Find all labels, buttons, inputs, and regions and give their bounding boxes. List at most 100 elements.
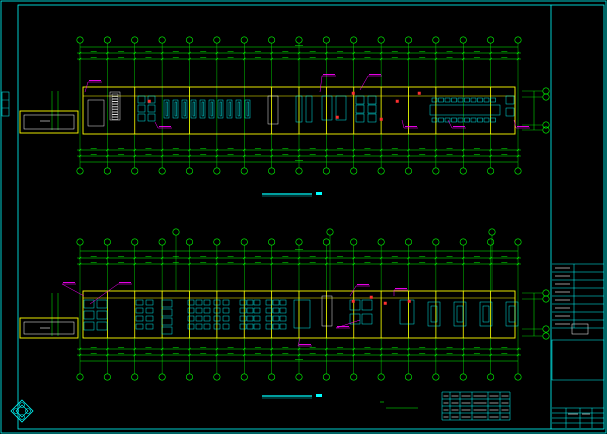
axis-bubble-right (542, 325, 550, 333)
workstation (265, 323, 273, 330)
axis-bubble-bottom (377, 373, 385, 381)
axis-bubble-top (103, 238, 111, 246)
office-desk (505, 95, 515, 105)
stair-block (321, 295, 333, 327)
dim-tick (270, 51, 274, 55)
workstation (195, 315, 203, 322)
axis-bubble-top (322, 238, 330, 246)
axis-bubble-bottom (404, 373, 412, 381)
dim-tick (215, 148, 219, 152)
dim-tick (188, 51, 191, 55)
dim-tick (489, 347, 493, 351)
dim-tick (78, 353, 82, 357)
dim-tick (297, 347, 301, 351)
dim-tick (133, 262, 137, 266)
office-desk (349, 313, 361, 325)
workstation (203, 307, 211, 314)
workstation (246, 323, 254, 330)
dim-tick (270, 353, 274, 357)
axis-bubble-top (322, 36, 330, 44)
dim-tick (516, 347, 520, 351)
annex-inner (23, 114, 75, 130)
red-marker (369, 295, 373, 299)
section-callout-bubble (488, 228, 496, 236)
workstation (239, 299, 247, 306)
dim-tick (324, 57, 328, 61)
axis-bubble-top (377, 238, 385, 246)
axis-bubble-bottom (350, 373, 358, 381)
dim-tick (407, 256, 410, 260)
desk (181, 99, 188, 119)
inner-frame (17, 4, 605, 430)
dim-tick (324, 353, 328, 357)
dim-tick (105, 148, 109, 152)
equipment-inner (508, 305, 516, 323)
annotation-leader (319, 75, 323, 93)
chair (483, 97, 490, 103)
dim-tick (407, 262, 410, 266)
axis-bubble-top (432, 36, 440, 44)
axis-bubble-top (295, 238, 303, 246)
desk (192, 101, 195, 117)
annotation-leader (401, 119, 405, 129)
dim-tick (188, 148, 191, 152)
red-marker (147, 99, 151, 103)
dim-tick (407, 57, 410, 61)
dim-tick (516, 57, 520, 61)
workstation (213, 307, 221, 314)
workstation (253, 315, 261, 322)
dim-tick (242, 347, 246, 351)
axis-bubble-top (131, 238, 139, 246)
annotation-leader (154, 121, 159, 129)
axis-bubble-bottom (514, 167, 522, 175)
equipment-inner (430, 305, 438, 323)
stair-block (267, 95, 279, 125)
axis-bubble-bottom (158, 373, 166, 381)
axis-bubble-bottom (459, 167, 467, 175)
desk (163, 99, 170, 119)
dim-tick (489, 353, 493, 357)
dim-tick (461, 154, 465, 158)
red-marker (379, 117, 383, 121)
axis-bubble-top (295, 36, 303, 44)
desk (190, 99, 197, 119)
dim-tick (270, 57, 274, 61)
dim-tick (105, 57, 109, 61)
stair-tread (111, 117, 119, 120)
dim-tick (352, 347, 356, 351)
dim-tick (270, 148, 274, 152)
cabinet (293, 299, 311, 329)
chair (431, 117, 438, 123)
axis-bubble-top (377, 36, 385, 44)
conference-table (321, 95, 333, 121)
chair (470, 97, 477, 103)
dim-tick (78, 256, 82, 260)
annotation-leader (89, 283, 119, 305)
dim-tick (516, 154, 520, 158)
dim-tick (270, 154, 274, 158)
dim-tick (489, 57, 493, 61)
axis-bubble-bottom (268, 167, 276, 175)
office-desk (505, 107, 515, 117)
dim-tick (188, 154, 191, 158)
desk (217, 99, 224, 119)
stair-tread (111, 101, 119, 105)
axis-bubble-bottom (158, 167, 166, 175)
dim-tick (379, 353, 383, 357)
chair (438, 97, 444, 103)
axis-bubble-top (268, 36, 276, 44)
workstation (145, 307, 154, 314)
axis-bubble-bottom (76, 167, 84, 175)
axis-bubble-bottom (514, 373, 522, 381)
section-callout-bubble (326, 228, 334, 236)
workstation (265, 307, 273, 314)
workstation (272, 307, 280, 314)
workstation (222, 307, 230, 314)
axis-bubble-top (487, 238, 495, 246)
dim-tick (379, 148, 383, 152)
desk (219, 101, 222, 117)
dim-tick (133, 353, 137, 357)
dim-tick (297, 262, 301, 266)
axis-bubble-bottom (76, 373, 84, 381)
